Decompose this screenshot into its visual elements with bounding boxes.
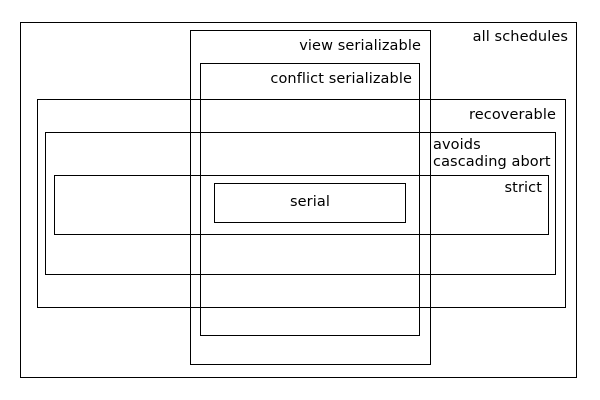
label-view-serializable: view serializable — [299, 38, 421, 54]
region-avoids-cascading-abort — [45, 132, 556, 275]
region-serial — [214, 183, 406, 223]
label-recoverable: recoverable — [468, 107, 556, 123]
label-all-schedules: all schedules — [472, 29, 568, 45]
label-serial: serial — [290, 194, 330, 210]
region-conflict-serializable — [200, 63, 420, 336]
region-strict — [54, 175, 549, 235]
label-strict: strict — [504, 180, 542, 196]
region-view-serializable — [190, 30, 431, 365]
label-avoids-cascading-abort: avoids cascading abort — [433, 137, 551, 170]
region-recoverable — [37, 99, 566, 308]
label-conflict-serializable: conflict serializable — [270, 71, 412, 87]
region-all-schedules — [20, 22, 577, 378]
